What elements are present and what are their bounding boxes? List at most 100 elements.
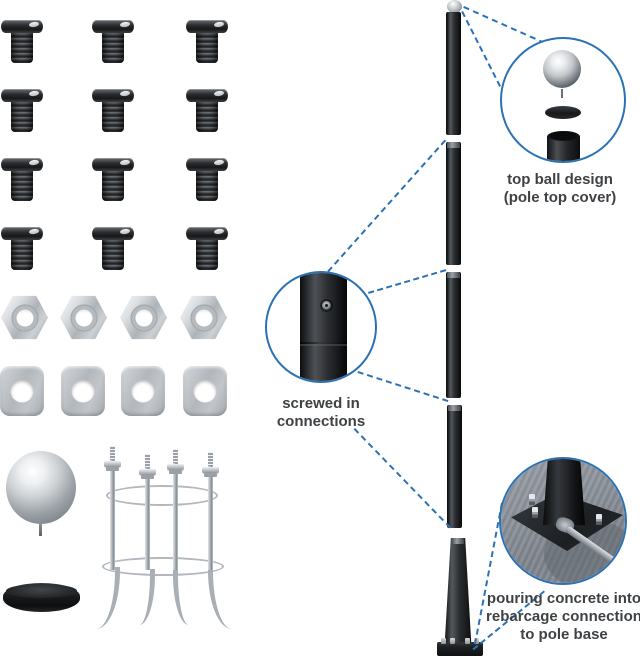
- cage-rod-plate: [106, 467, 119, 471]
- pole-segment: [446, 142, 461, 265]
- cage-rod-nut: [139, 469, 156, 475]
- cage-upper-ring: [106, 485, 218, 506]
- rebar-cage: [96, 441, 236, 637]
- cage-rod-plate: [141, 475, 154, 479]
- leader-line: [368, 269, 447, 294]
- pole-segment: [447, 405, 462, 528]
- pole-segment: [444, 538, 472, 642]
- square-washer: [0, 366, 44, 416]
- cage-rod-nut: [167, 464, 184, 470]
- screw-head: [92, 158, 134, 171]
- screw: [0, 225, 44, 271]
- washer-hole: [71, 379, 95, 403]
- leader-line: [327, 139, 446, 272]
- screw-shaft: [11, 102, 33, 132]
- screw-head: [186, 158, 228, 171]
- screw-shaft: [102, 171, 124, 201]
- screw-head: [1, 89, 43, 102]
- label-line: connections: [276, 413, 366, 430]
- hex-nut-hole: [191, 305, 216, 330]
- callout-connections-circle: [265, 271, 377, 383]
- ball-pin-icon: [561, 89, 563, 98]
- screw-shaft: [102, 102, 124, 132]
- set-screw-icon: [322, 301, 331, 310]
- cage-lower-ring: [102, 557, 224, 576]
- pole-joint-seam: [300, 342, 347, 344]
- callout-base-circle: [499, 457, 627, 585]
- screw: [91, 156, 135, 202]
- screw: [185, 156, 229, 202]
- callout-connections-label: screwed in connections: [251, 395, 391, 431]
- washer-hole: [193, 379, 217, 403]
- anchor-bolt-icon: [532, 507, 538, 518]
- pole-segment: [446, 272, 461, 398]
- screw: [0, 18, 44, 64]
- top-cover-disc-icon: [545, 106, 581, 119]
- label-line: top ball design: [507, 171, 613, 188]
- screw-head: [186, 227, 228, 240]
- cage-rod: [173, 449, 178, 570]
- square-washer: [121, 366, 165, 416]
- cage-rod: [208, 452, 213, 570]
- leader-line: [353, 428, 451, 529]
- washer-hole: [10, 379, 34, 403]
- screw: [0, 156, 44, 202]
- anchor-bolt-icon: [529, 494, 535, 505]
- screw-head: [1, 20, 43, 33]
- label-line: screwed in: [282, 395, 360, 412]
- base-cover-disc: [3, 583, 80, 612]
- screw-shaft: [102, 33, 124, 63]
- screw-head: [92, 20, 134, 33]
- hex-nut: [120, 295, 167, 340]
- label-line: (pole top cover): [503, 189, 617, 206]
- cage-rod-nut: [202, 467, 219, 473]
- screw-shaft: [11, 171, 33, 201]
- cage-foot: [173, 569, 196, 625]
- screw-shaft: [102, 240, 124, 270]
- square-washer: [61, 366, 105, 416]
- screw-head: [92, 89, 134, 102]
- label-line: pouring concrete into: [486, 590, 640, 607]
- hex-nut-hole: [131, 305, 156, 330]
- pole-segment: [446, 12, 461, 135]
- cage-foot: [89, 567, 120, 629]
- screw-head: [92, 227, 134, 240]
- cage-rod-plate: [204, 473, 217, 477]
- label-line: rebarcage connection: [486, 608, 640, 625]
- screw-shaft: [196, 33, 218, 63]
- pole-top-tube-icon: [547, 131, 580, 161]
- screw: [91, 18, 135, 64]
- screw-shaft: [196, 171, 218, 201]
- screw-shaft: [196, 240, 218, 270]
- screw-shaft: [11, 240, 33, 270]
- screw: [0, 87, 44, 133]
- anchor-bolt-icon: [596, 514, 602, 525]
- cage-rod-nut: [104, 461, 121, 467]
- cage-rod-plate: [169, 470, 182, 474]
- hex-nut: [180, 295, 227, 340]
- cage-foot: [132, 569, 155, 625]
- label-line: to pole base: [520, 626, 608, 643]
- pole-tip-ball: [447, 0, 462, 13]
- hex-nut-hole: [12, 305, 37, 330]
- pole-base-plate: [437, 638, 483, 656]
- hex-nut: [60, 295, 107, 340]
- square-washer: [183, 366, 227, 416]
- washer-hole: [131, 379, 155, 403]
- screw: [185, 225, 229, 271]
- pole-joint-icon: [300, 273, 347, 381]
- cage-foot: [208, 567, 239, 629]
- ball-topper: [6, 451, 76, 524]
- callout-base-label: pouring concrete into rebarcage connecti…: [482, 590, 640, 644]
- cage-rod: [145, 454, 150, 570]
- cage-rod: [110, 446, 115, 570]
- callout-top-ball-circle: [500, 37, 626, 163]
- ball-topper-pin: [39, 523, 42, 536]
- screw-head: [186, 20, 228, 33]
- screw: [185, 18, 229, 64]
- callout-top-ball-label: top ball design (pole top cover): [480, 171, 640, 207]
- screw-head: [186, 89, 228, 102]
- screw: [91, 225, 135, 271]
- screw: [91, 87, 135, 133]
